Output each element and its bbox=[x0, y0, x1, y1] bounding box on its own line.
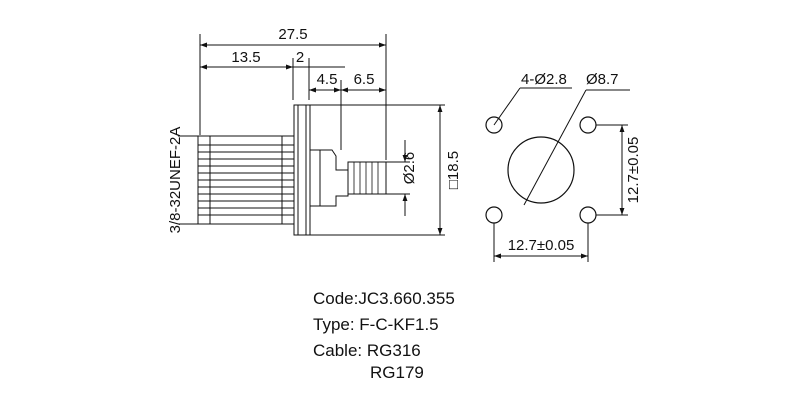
thread-spec-label: 3/8-32UNEF-2A bbox=[167, 127, 184, 234]
flange bbox=[293, 104, 311, 236]
center-bore bbox=[507, 136, 575, 204]
dim-b-label: 6.5 bbox=[354, 71, 375, 88]
bore-diameter-label: Ø8.7 bbox=[586, 71, 619, 88]
spacing-horizontal-label: 12.7±0.05 bbox=[508, 237, 575, 254]
dim-overall-label: 27.5 bbox=[278, 26, 307, 43]
mount-hole bbox=[579, 116, 597, 134]
mount-hole bbox=[485, 116, 503, 134]
front-view bbox=[485, 87, 630, 262]
dim-a-label: 4.5 bbox=[317, 71, 338, 88]
flange-square-label: □18.5 bbox=[445, 151, 462, 189]
spacing-vertical-label: 12.7±0.05 bbox=[625, 137, 642, 204]
code-line: Code:JC3.660.355 bbox=[313, 289, 455, 308]
mount-hole bbox=[485, 206, 503, 224]
dim-body-label: 13.5 bbox=[231, 49, 260, 66]
cable-line: Cable: RG316 bbox=[313, 341, 421, 360]
dim-flange-label: 2 bbox=[296, 49, 304, 66]
type-line: Type: F-C-KF1.5 bbox=[313, 315, 439, 334]
holes-label: 4-Ø2.8 bbox=[521, 71, 567, 88]
crimp-sleeve bbox=[347, 161, 387, 195]
pin-diameter-label: Ø2.6 bbox=[401, 152, 418, 185]
cable-line-2: RG179 bbox=[370, 363, 424, 382]
crimp-body bbox=[310, 149, 349, 207]
mount-hole bbox=[579, 206, 597, 224]
thread-lines bbox=[198, 136, 294, 224]
side-view bbox=[178, 34, 445, 236]
